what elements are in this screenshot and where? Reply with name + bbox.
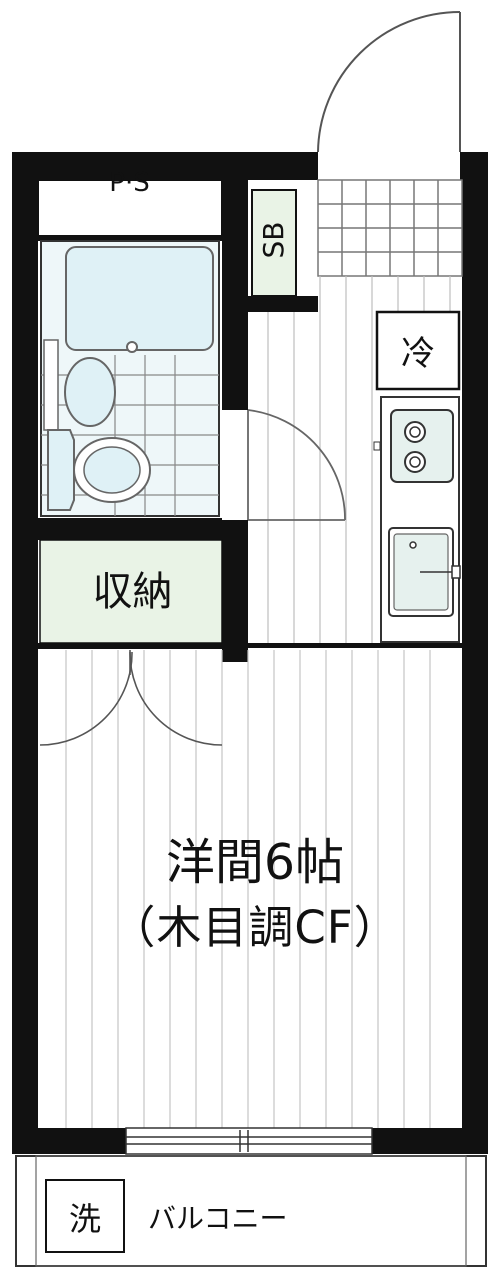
entrance-door	[317, 11, 461, 153]
room-name-label: 洋間6帖	[165, 834, 345, 891]
refrigerator	[375, 310, 461, 391]
refrigerator-label: 冷	[401, 334, 435, 374]
storage	[39, 539, 223, 644]
inner-walls	[38, 180, 462, 662]
kitchen-floor	[267, 276, 451, 645]
unit-bath	[40, 240, 220, 517]
bath-door	[247, 409, 346, 521]
storage-doors	[39, 650, 223, 746]
washer-space	[45, 1179, 125, 1253]
kitchen-counter	[373, 396, 461, 643]
outer-walls	[12, 152, 488, 1154]
pipe-space-label: P·S	[109, 168, 150, 198]
entrance-tiles	[317, 179, 463, 277]
room-floor	[65, 650, 431, 1128]
floor-material-label: （木目調CF）	[110, 901, 400, 954]
switch-board-label: SB	[257, 221, 290, 259]
balcony-window	[125, 1127, 373, 1155]
balcony-label: バルコニー	[148, 1202, 288, 1235]
washer-label: 洗	[68, 1200, 101, 1238]
storage-label: 収納	[92, 569, 173, 615]
switch-board	[251, 189, 297, 297]
